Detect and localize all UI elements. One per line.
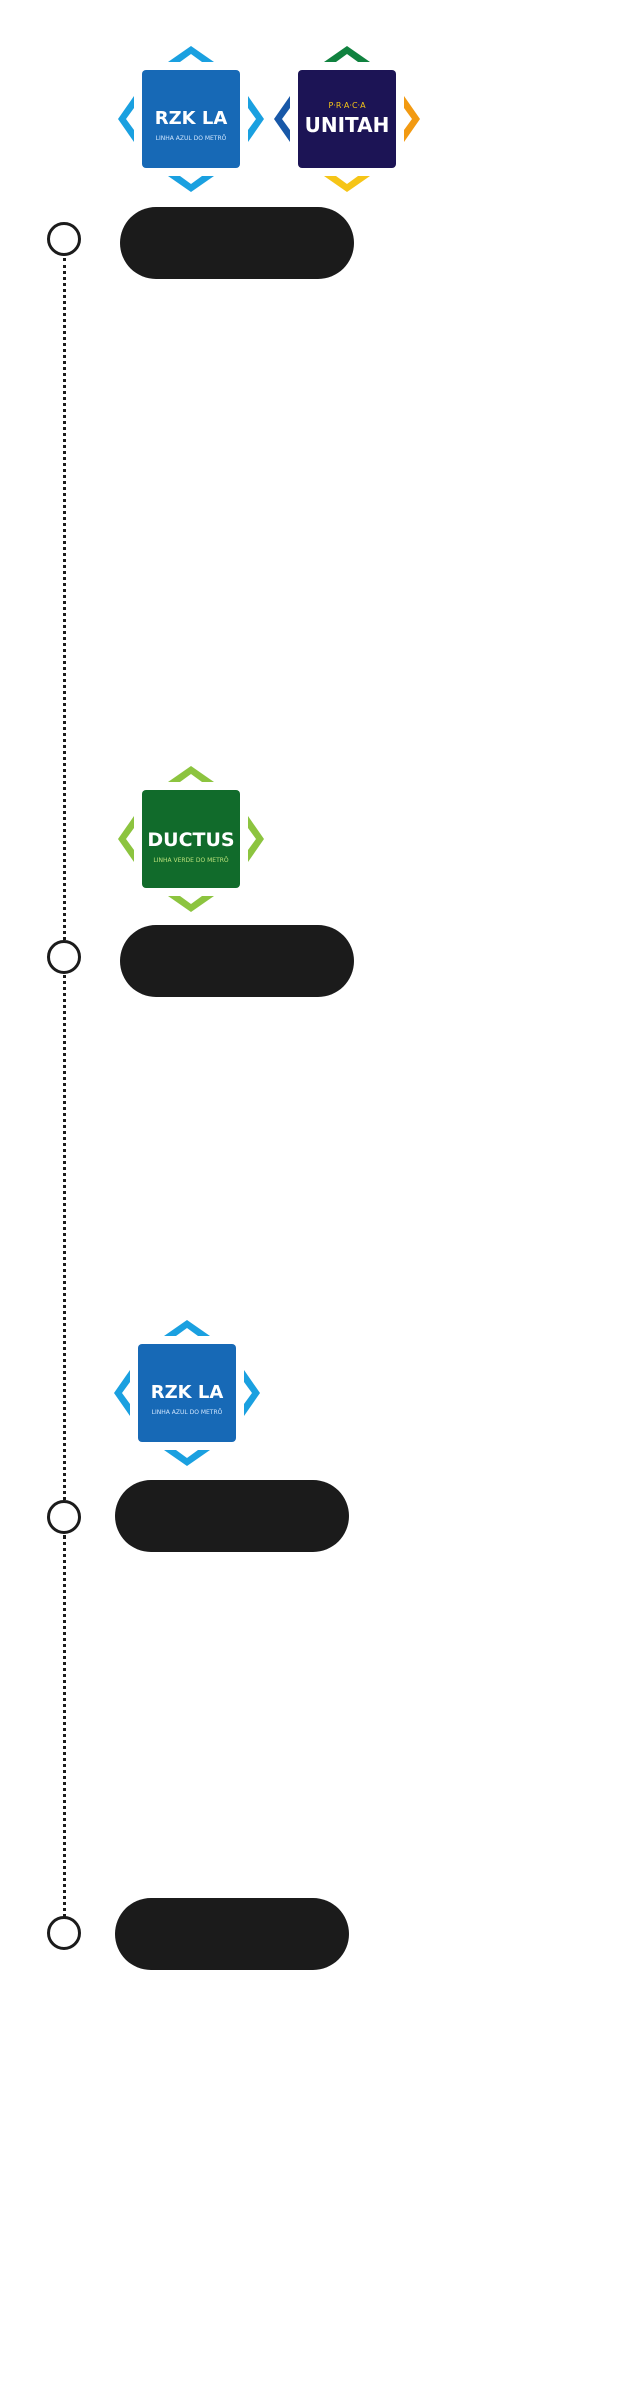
logo-subtitle: LINHA AZUL DO METRÔ xyxy=(152,1409,223,1416)
logo-top-text: P·R·A·C·A xyxy=(328,101,366,110)
timeline-connector-1 xyxy=(63,258,66,958)
timeline-node-3 xyxy=(47,1500,81,1534)
logo-name: RZK LA xyxy=(151,1382,224,1403)
timeline-connector-2 xyxy=(63,975,66,1518)
timeline-label-pill-4[interactable] xyxy=(115,1898,349,1970)
timeline-connector-3 xyxy=(63,1535,66,1931)
timeline-label-pill-3[interactable] xyxy=(115,1480,349,1552)
logo-subtitle: LINHA VERDE DO METRÔ xyxy=(153,857,229,864)
timeline-label-pill-2[interactable] xyxy=(120,925,354,997)
timeline-node-1 xyxy=(47,222,81,256)
logo-subtitle: LINHA AZUL DO METRÔ xyxy=(156,135,227,142)
logo-name: DUCTUS xyxy=(147,829,234,851)
logo-name: UNITAH xyxy=(305,113,390,137)
unitah-logo: P·R·A·C·A UNITAH xyxy=(274,46,420,192)
timeline-node-4 xyxy=(47,1916,81,1950)
logo-name: RZK LA xyxy=(155,108,228,129)
ductus-logo: DUCTUS LINHA VERDE DO METRÔ xyxy=(118,766,264,912)
timeline-label-pill-1[interactable] xyxy=(120,207,354,279)
rzkla-logo: RZK LA LINHA AZUL DO METRÔ xyxy=(118,46,264,192)
timeline-node-2 xyxy=(47,940,81,974)
rzkla-logo: RZK LA LINHA AZUL DO METRÔ xyxy=(114,1320,260,1466)
